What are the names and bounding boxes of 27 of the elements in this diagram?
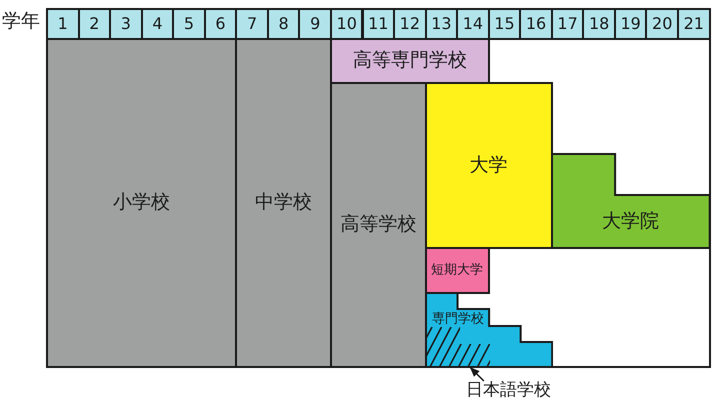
school-block (424, 247, 490, 294)
leader-arrow (469, 366, 484, 382)
hatched-area (426, 327, 490, 367)
grade-cell: 17 (550, 8, 584, 40)
grade-cell: 21 (677, 8, 711, 40)
grade-cell: 20 (645, 8, 679, 40)
school-shape (550, 153, 711, 249)
grade-cell: 19 (614, 8, 648, 40)
school-name: 高等専門学校 (352, 50, 467, 72)
grade-cell: 15 (488, 8, 522, 40)
school-name: 短期大学 (431, 263, 484, 278)
school-block (330, 38, 490, 84)
school-block (235, 38, 332, 368)
school-name: 小学校 (113, 192, 170, 214)
school-block (424, 82, 553, 249)
school-name: 高等学校 (340, 214, 416, 236)
school-name: 中学校 (255, 192, 312, 214)
row-heading: 学年 (2, 11, 40, 32)
grade-cell: 18 (582, 8, 616, 40)
school-shape (424, 292, 553, 368)
school-block (46, 38, 238, 368)
school-name: 大学院 (602, 210, 660, 232)
callout-label: 日本語学校 (466, 381, 551, 401)
school-name: 大学 (470, 154, 508, 176)
school-block (330, 82, 427, 368)
grade-cell: 16 (519, 8, 553, 40)
school-name: 専門学校 (432, 312, 484, 328)
